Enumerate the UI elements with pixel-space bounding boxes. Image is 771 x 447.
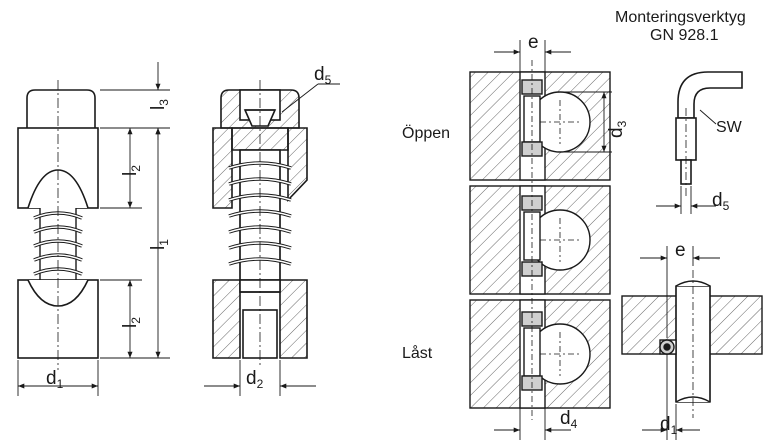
dimensions-tool: [656, 109, 717, 214]
labels-view2: d5 d2: [246, 64, 332, 391]
tool-code: GN 928.1: [650, 27, 719, 44]
top-cap: [26, 89, 96, 128]
labels-tool: Monteringsverktyg GN 928.1 SW d5: [615, 9, 746, 213]
label-d5-tool: d5: [712, 190, 730, 213]
installed-states: [469, 60, 611, 420]
label-e-top: e: [528, 32, 539, 53]
labels-view1: l3 l1 l2 l2 d1: [46, 99, 171, 391]
dimensions-view3: [494, 40, 612, 440]
labels-view3: e d3 d4 Öppen Låst: [402, 32, 629, 431]
element-external-view: [17, 80, 99, 370]
dimensions-rod: [640, 246, 720, 440]
label-l2-lower: l2: [120, 317, 143, 328]
label-d3: d3: [606, 120, 629, 138]
hex-key: [677, 71, 743, 119]
mounting-tool: [675, 71, 743, 196]
label-l3: l3: [148, 99, 171, 110]
label-l1: l1: [148, 239, 171, 250]
state-open-label: Öppen: [402, 124, 450, 142]
labels-rod: e d1: [660, 240, 686, 437]
element-section-view: [212, 80, 308, 368]
label-e-rod: e: [675, 240, 686, 261]
label-d1: d1: [46, 368, 64, 391]
rod-installation: [621, 270, 763, 418]
dimensions-view1: [17, 62, 170, 396]
dimensions-view2: [204, 83, 340, 396]
label-d4: d4: [560, 408, 578, 431]
state-locked-label: Låst: [402, 344, 433, 362]
label-d5-section: d5: [314, 64, 332, 87]
label-l2-upper: l2: [120, 165, 143, 176]
tool-sw-label: SW: [716, 119, 743, 136]
label-d1-rod: d1: [660, 414, 678, 437]
tool-title: Monteringsverktyg: [615, 9, 746, 26]
label-d2: d2: [246, 368, 264, 391]
